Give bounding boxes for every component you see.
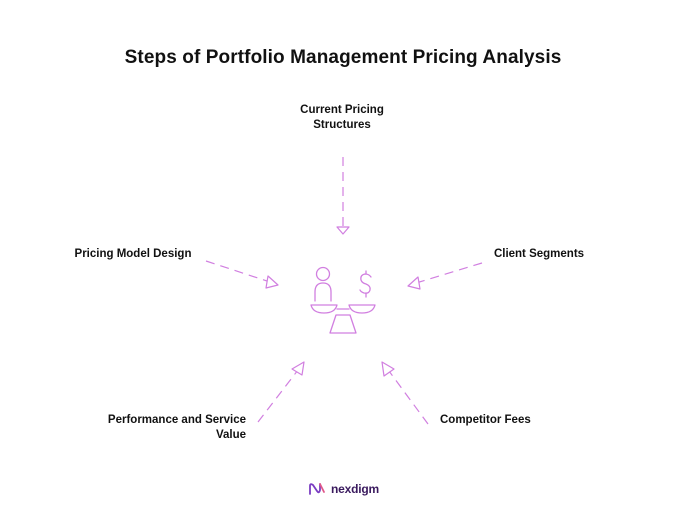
arrow-bottom-right (381, 361, 429, 425)
node-competitor-fees: Competitor Fees (440, 414, 531, 426)
node-pricing-model-design: Pricing Model Design (74, 248, 192, 260)
arrow-left (205, 260, 279, 289)
diagram-title: Steps of Portfolio Management Pricing An… (124, 47, 562, 68)
arrow-right (407, 262, 483, 290)
arrow-bottom-left (257, 361, 305, 423)
brand-name: nexdigm (331, 482, 379, 496)
node-performance-and-service-value: Performance and Service Value (107, 414, 246, 441)
node-client-segments: Client Segments (493, 248, 585, 260)
node-current-pricing-structures: Current Pricing Structures (300, 104, 384, 131)
brand-logo: nexdigm (308, 482, 379, 496)
balance-scale-person-dollar-icon (310, 266, 376, 334)
nexdigm-logo-icon (309, 483, 325, 495)
arrow-top (336, 157, 350, 235)
